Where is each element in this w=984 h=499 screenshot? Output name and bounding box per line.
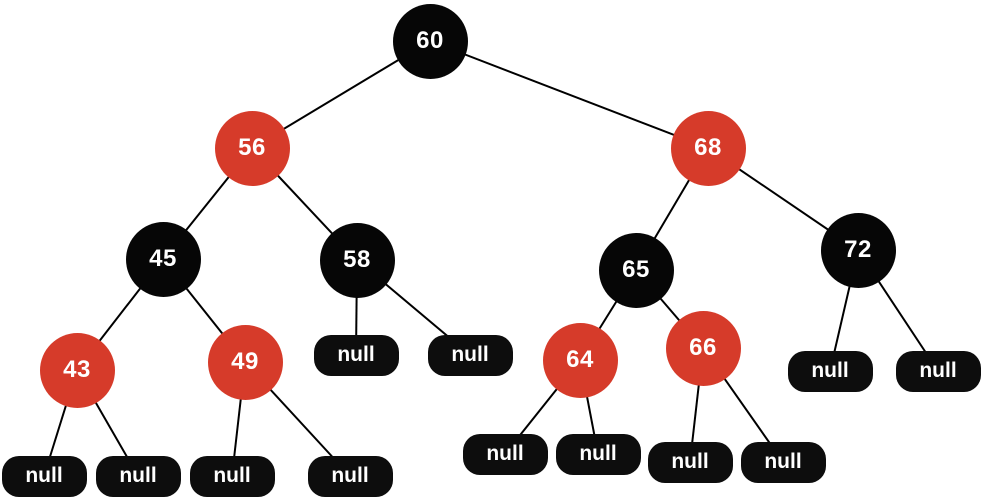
null-leaf-node: null [740,441,826,483]
tree-node-43: 43 [39,332,115,408]
null-leaf-node: null [427,334,513,376]
tree-node-65: 65 [598,232,674,308]
tree-node-72: 72 [820,212,896,288]
null-leaf-node: null [95,455,181,497]
null-leaf-node: null [313,334,399,376]
tree-node-45: 45 [125,221,201,297]
tree-node-60: 60 [392,3,468,79]
null-leaf-node: null [895,350,981,392]
null-leaf-node: null [1,455,87,497]
tree-node-58: 58 [319,222,395,298]
tree-node-49: 49 [207,324,283,400]
null-leaf-node: null [189,455,275,497]
tree-node-66: 66 [665,310,741,386]
tree-node-64: 64 [542,322,618,398]
null-leaf-node: null [647,441,733,483]
null-leaf-node: null [555,433,641,475]
tree-edge-60-68 [429,40,709,149]
null-leaf-node: null [787,350,873,392]
tree-node-68: 68 [670,110,746,186]
null-leaf-node: null [307,455,393,497]
null-leaf-node: null [462,433,548,475]
tree-node-56: 56 [214,110,290,186]
